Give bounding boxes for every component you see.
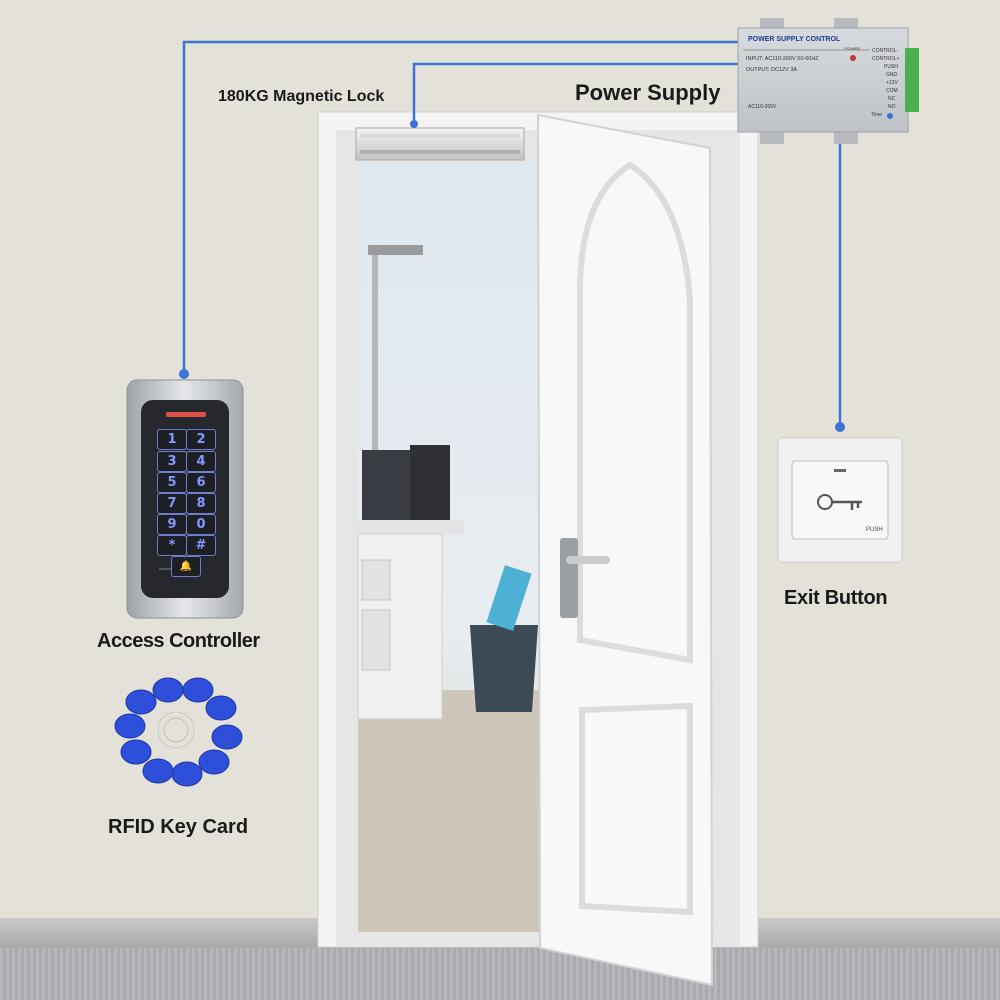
terminal-label: COM [886,88,898,94]
keypad-key[interactable]: 1 [157,429,187,450]
floor [0,948,1000,1000]
power-supply-label: Power Supply [575,80,721,105]
power-supply-ac-label: AC110-260V [748,104,777,110]
magnetic-lock [355,127,525,161]
keypad-key[interactable]: 5 [157,472,187,493]
terminal-label: PUSH [884,64,898,70]
keypad-key[interactable]: * [157,535,187,556]
keypad-key[interactable]: 0 [186,514,216,535]
keypad-key[interactable]: 7 [157,493,187,514]
keypad-key[interactable]: 2 [186,429,216,450]
power-supply-title: POWER SUPPLY CONTROL [748,36,841,43]
power-led-label: POWER [845,46,861,51]
access-controller-label: Access Controller [97,630,260,652]
terminal-label: +12V [886,80,898,86]
terminal-label: CONTROL- [872,48,899,54]
power-supply-device [737,18,919,144]
terminal-label: CONTROL+ [872,56,900,62]
terminal-label: GND [886,72,898,78]
power-supply-input: INPUT: AC110-260V 50-60HZ [746,56,819,62]
exit-push-label: PUSH [866,527,883,533]
keypad-key[interactable]: 4 [186,451,216,472]
keypad-key[interactable]: # [186,535,216,556]
rfid-key-cards [114,677,243,787]
keypad-key[interactable]: 8 [186,493,216,514]
exit-button-device [777,437,903,563]
keypad-key[interactable]: 9 [157,514,187,535]
rfid-key-card-label: RFID Key Card [108,816,249,838]
terminal-label: NO [888,104,896,110]
keypad-key[interactable]: 3 [157,451,187,472]
room-view [357,162,542,932]
wires [182,40,842,426]
door [536,113,714,987]
power-supply-time-label: Time [871,112,882,118]
magnetic-lock-label: 180KG Magnetic Lock [218,88,385,105]
doorbell-key-icon[interactable]: 🔔 [171,556,201,577]
power-supply-output: OUTPUT: DC12V 3A [746,67,798,73]
keypad-key[interactable]: 6 [186,472,216,493]
terminal-label: NC [888,96,896,102]
exit-button-label: Exit Button [784,587,888,609]
